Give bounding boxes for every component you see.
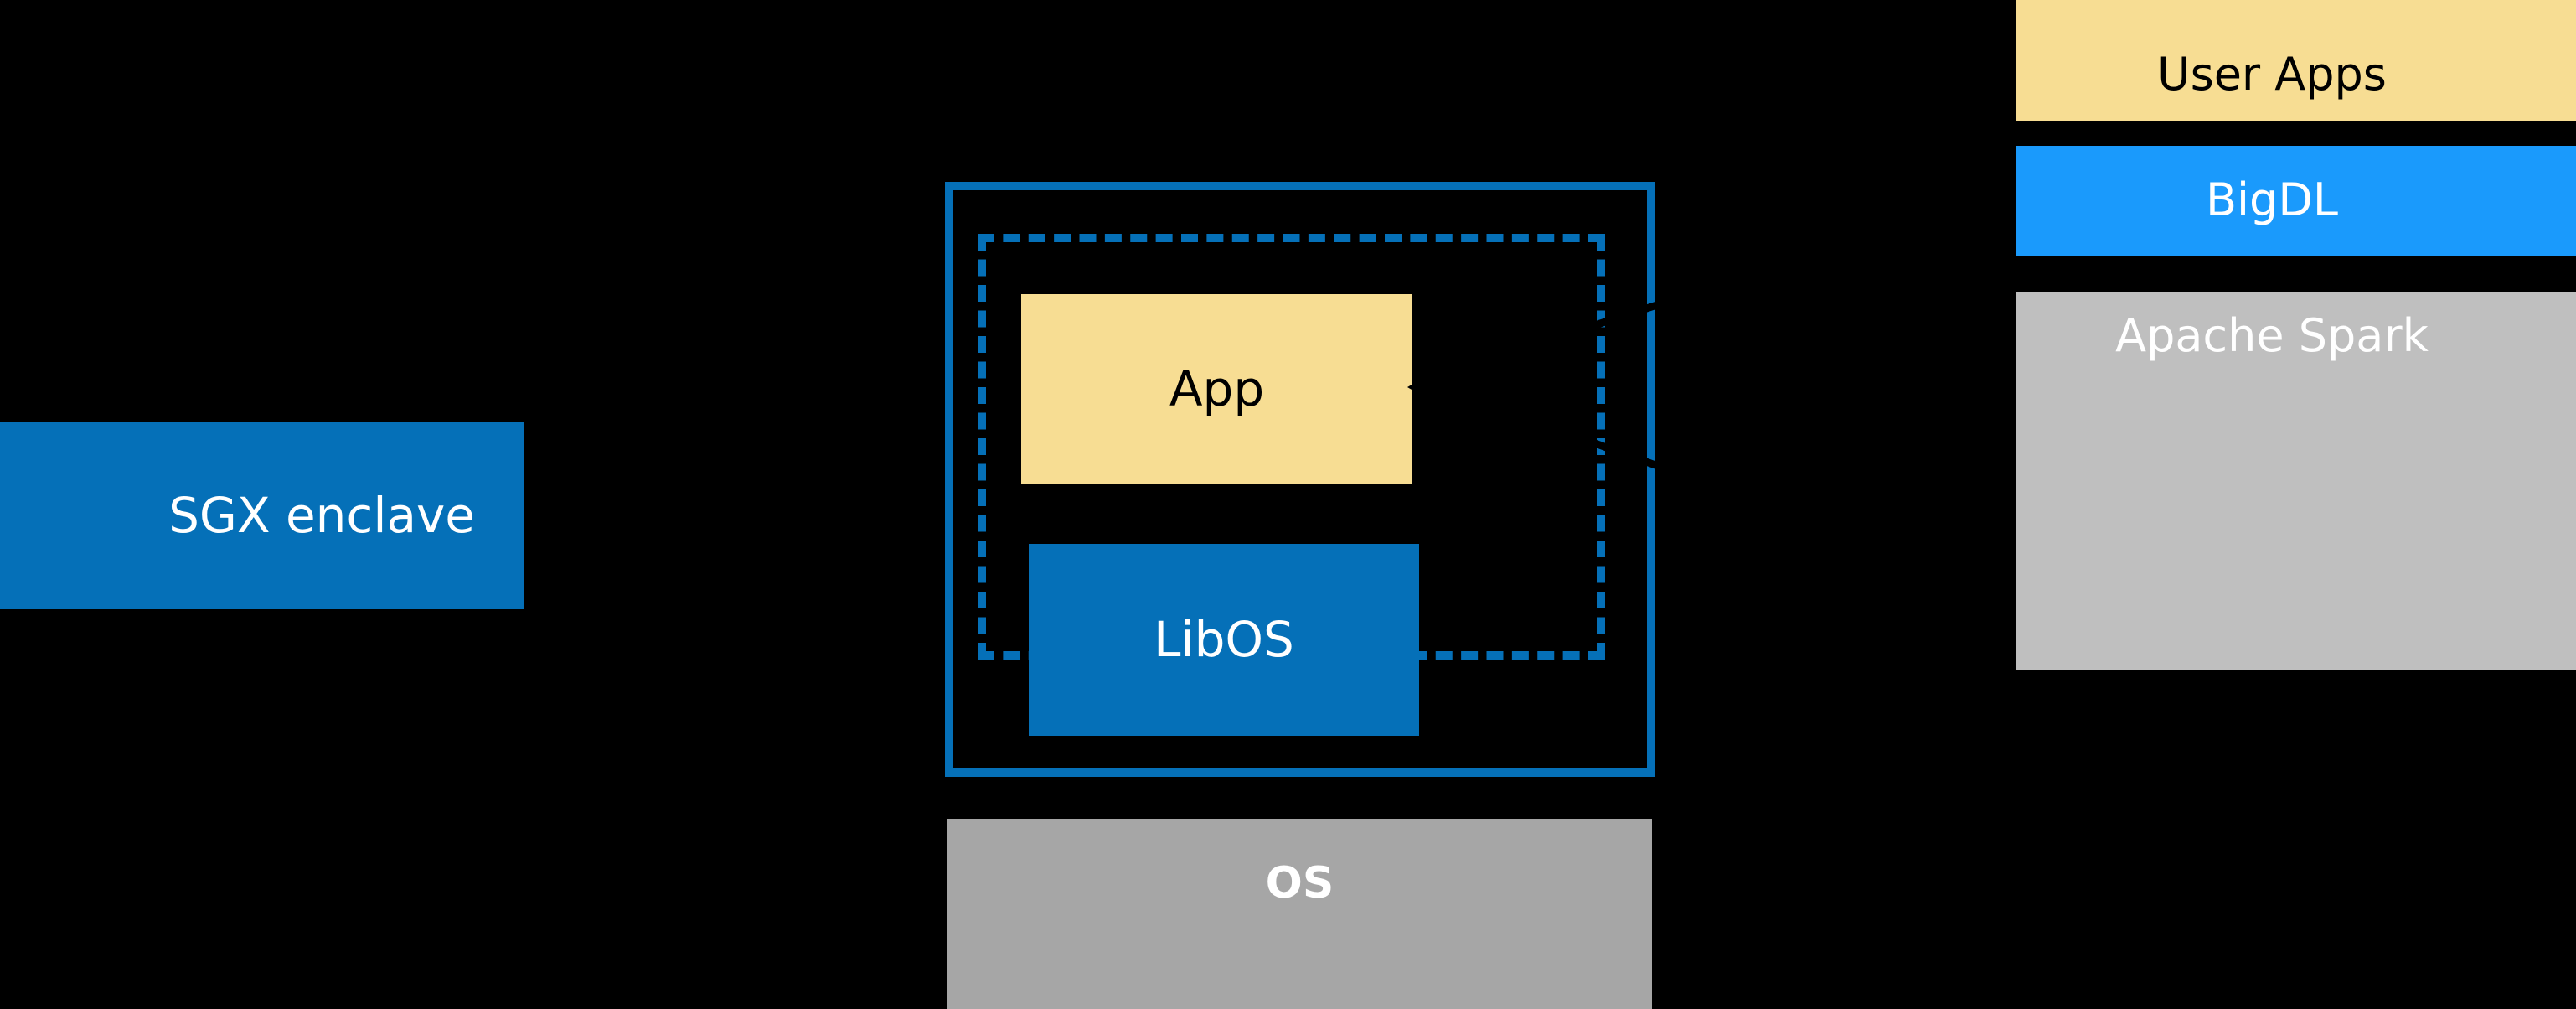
enclave-container xyxy=(945,182,1655,777)
apache-spark-box[interactable]: Apache Spark xyxy=(2016,292,2576,670)
libos-label: LibOS xyxy=(1154,611,1294,669)
libos-box[interactable]: LibOS xyxy=(1029,544,1419,736)
apache-spark-label: Apache Spark xyxy=(2115,309,2429,362)
user-apps-label: User Apps xyxy=(2157,48,2387,101)
os-box[interactable]: OS xyxy=(947,819,1652,1009)
bigdl-box[interactable]: BigDL xyxy=(2016,146,2576,256)
app-box[interactable]: App xyxy=(1021,294,1412,484)
sgx-enclave-label: SGX enclave xyxy=(168,486,475,544)
os-label: OS xyxy=(1265,858,1334,908)
bigdl-label: BigDL xyxy=(2206,173,2338,227)
app-label: App xyxy=(1169,360,1265,417)
sgx-enclave-box[interactable]: SGX enclave xyxy=(0,422,524,609)
user-apps-box[interactable]: User Apps xyxy=(2016,0,2576,121)
